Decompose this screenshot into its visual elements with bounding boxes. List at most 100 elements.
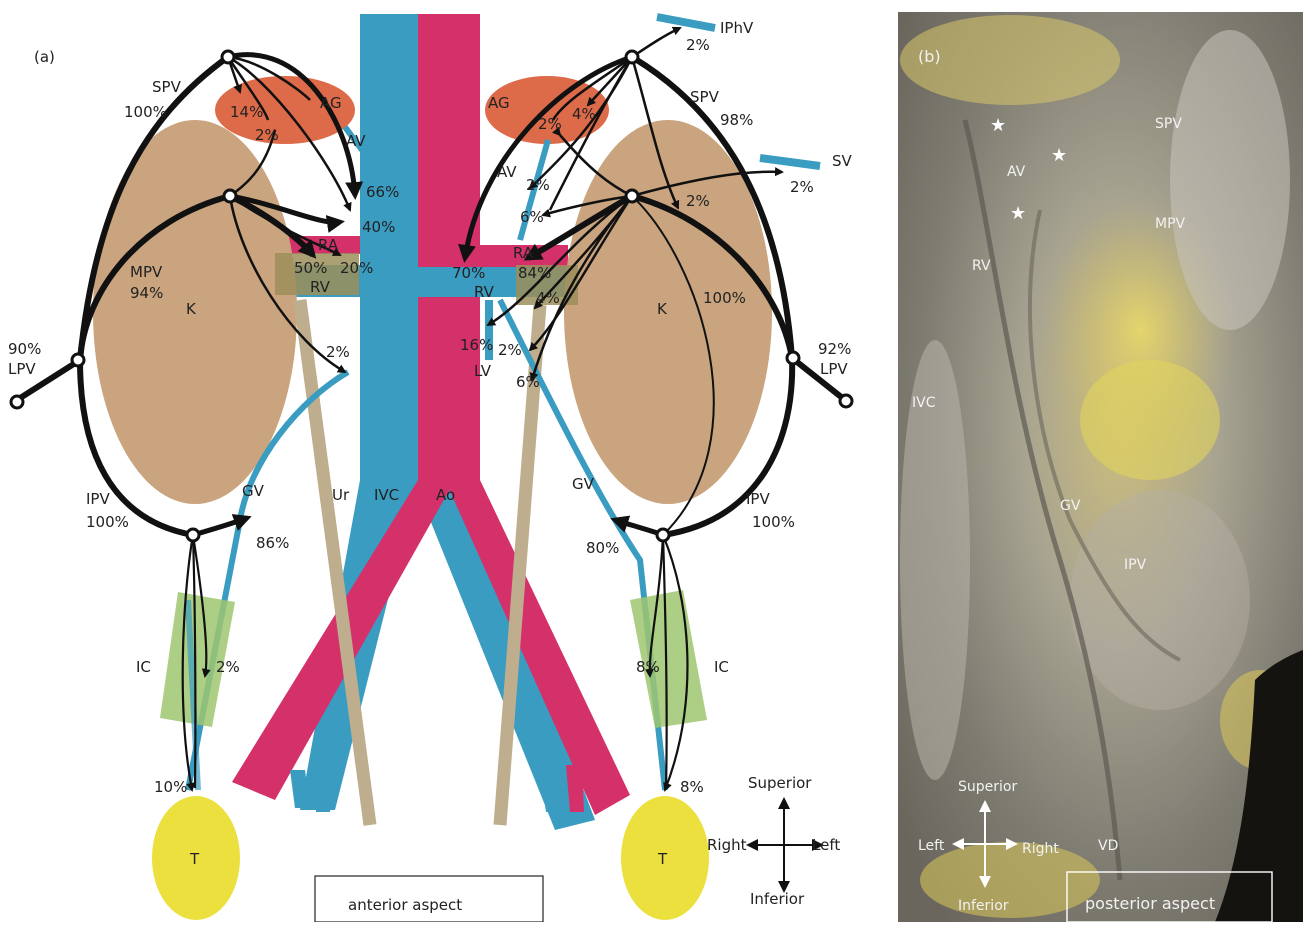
label-ipv-left: IPV (746, 490, 770, 508)
pct-sv-2: 2% (790, 178, 814, 196)
node-lpv-left (787, 352, 799, 364)
pct-lpv-right: 90% (8, 340, 41, 358)
pct-spv-right: 100% (124, 103, 167, 121)
pct-ag2-right: 2% (255, 126, 279, 144)
label-mpv-right: MPV (130, 263, 163, 281)
photo-label-ipv: IPV (1124, 557, 1147, 573)
photo-membrane-right (1170, 30, 1290, 330)
panel-a: (a) AG AV AG AV K K RA RA RV RV LV SV IP… (8, 14, 853, 922)
compass-b-left: Left (918, 838, 945, 854)
pct-ag-4: 4% (572, 105, 596, 123)
pct-lv-16: 16% (460, 336, 493, 354)
photo-label-vd: VD (1098, 838, 1118, 854)
node-spv-left (626, 51, 638, 63)
label-iphv: IPhV (720, 19, 754, 37)
pct-mpv-left: 100% (703, 289, 746, 307)
photo-fat-bottom (920, 842, 1100, 918)
label-ipv-right: IPV (86, 490, 110, 508)
aspect-a: anterior aspect (348, 896, 462, 914)
panel-b-tag: (b) (918, 47, 941, 66)
label-gv-right: GV (242, 482, 265, 500)
pct-ra-70: 70% (452, 264, 485, 282)
pct-gv-left: 80% (586, 539, 619, 557)
pct-ipv-right: 100% (86, 513, 129, 531)
node-lpv-end-right (11, 396, 23, 408)
label-lv: LV (474, 362, 492, 380)
node-ipv-left (657, 529, 669, 541)
star-marker-2: ★ (1051, 145, 1067, 166)
pct-rv-6: 6% (520, 208, 544, 226)
panel-b: (b) SPV AV MPV RV IVC GV IPV VD ★ ★ ★ Su… (898, 12, 1303, 922)
pct-ivc-2: 2% (326, 343, 350, 361)
compass-a-down: Inferior (750, 890, 805, 908)
pct-ra-50: 50% (294, 259, 327, 277)
suprarenal-vein (760, 158, 820, 166)
pct-ic-right: 2% (216, 658, 240, 676)
pct-rv-4: 4% (536, 289, 560, 307)
compass-a-left: Right (707, 836, 747, 854)
label-rv-right: RV (310, 278, 331, 296)
node-mpv-right (224, 190, 236, 202)
pct-mpv-2: 2% (686, 192, 710, 210)
label-ag-right: AG (320, 94, 342, 112)
label-rv-left: RV (474, 283, 495, 301)
ivc-trunk (360, 14, 418, 484)
compass-a-up: Superior (748, 774, 812, 792)
photo-fat-center2 (1080, 360, 1220, 480)
pct-gv-right: 86% (256, 534, 289, 552)
node-ipv-right (187, 529, 199, 541)
photo-label-av: AV (1007, 164, 1026, 180)
label-lpv-right: LPV (8, 360, 36, 378)
photo-label-gv: GV (1060, 498, 1081, 514)
pct-ivc-66: 66% (366, 183, 399, 201)
label-ao: Ao (436, 486, 455, 504)
photo-label-mpv: MPV (1155, 216, 1186, 232)
inferior-phrenic-vein (657, 17, 715, 28)
compass-a: Superior Inferior Right Left (707, 774, 840, 908)
photo-label-ivc: IVC (912, 395, 936, 411)
label-k-left: K (657, 300, 668, 318)
node-lpv-right (72, 354, 84, 366)
pct-ra-84: 84% (518, 264, 551, 282)
label-ag-left: AG (488, 94, 510, 112)
pct-av-2: 2% (526, 176, 550, 194)
star-marker-3: ★ (1010, 203, 1026, 224)
compass-b-right: Right (1022, 841, 1059, 857)
label-ur: Ur (332, 486, 350, 504)
label-t-left: T (657, 850, 668, 868)
pct-ag-right: 14% (230, 103, 263, 121)
photo-label-rv: RV (972, 258, 991, 274)
label-ra-left: RA (513, 244, 534, 262)
aorta-trunk-lower (418, 297, 480, 487)
label-sv: SV (832, 152, 853, 170)
kidney-left (564, 120, 772, 504)
label-ra-right: RA (318, 236, 339, 254)
compass-b-down: Inferior (958, 898, 1009, 914)
compass-b-up: Superior (958, 779, 1017, 795)
pct-ag-2: 2% (538, 115, 562, 133)
panel-a-tag: (a) (34, 48, 55, 66)
photo-label-spv: SPV (1155, 116, 1182, 132)
label-gv-left: GV (572, 475, 595, 493)
pct-t-left: 8% (680, 778, 704, 796)
node-lpv-end-left (840, 395, 852, 407)
label-k-right: K (186, 300, 197, 318)
pct-ipv-left: 100% (752, 513, 795, 531)
pct-iphv: 2% (686, 36, 710, 54)
label-spv-right: SPV (152, 78, 182, 96)
node-spv-right (222, 51, 234, 63)
pct-spv-left: 98% (720, 111, 753, 129)
label-ic-left: IC (714, 658, 729, 676)
pct-lv-2: 2% (498, 341, 522, 359)
label-av-right: AV (346, 132, 366, 150)
pct-ic-left: 8% (636, 658, 660, 676)
aspect-b: posterior aspect (1085, 894, 1215, 913)
photo-membrane-lower (1070, 490, 1250, 710)
pct-lpv-left: 92% (818, 340, 851, 358)
label-spv-left: SPV (690, 88, 720, 106)
aorta-trunk-upper (418, 14, 480, 254)
node-mpv-left (626, 190, 638, 202)
label-ivc: IVC (374, 486, 399, 504)
